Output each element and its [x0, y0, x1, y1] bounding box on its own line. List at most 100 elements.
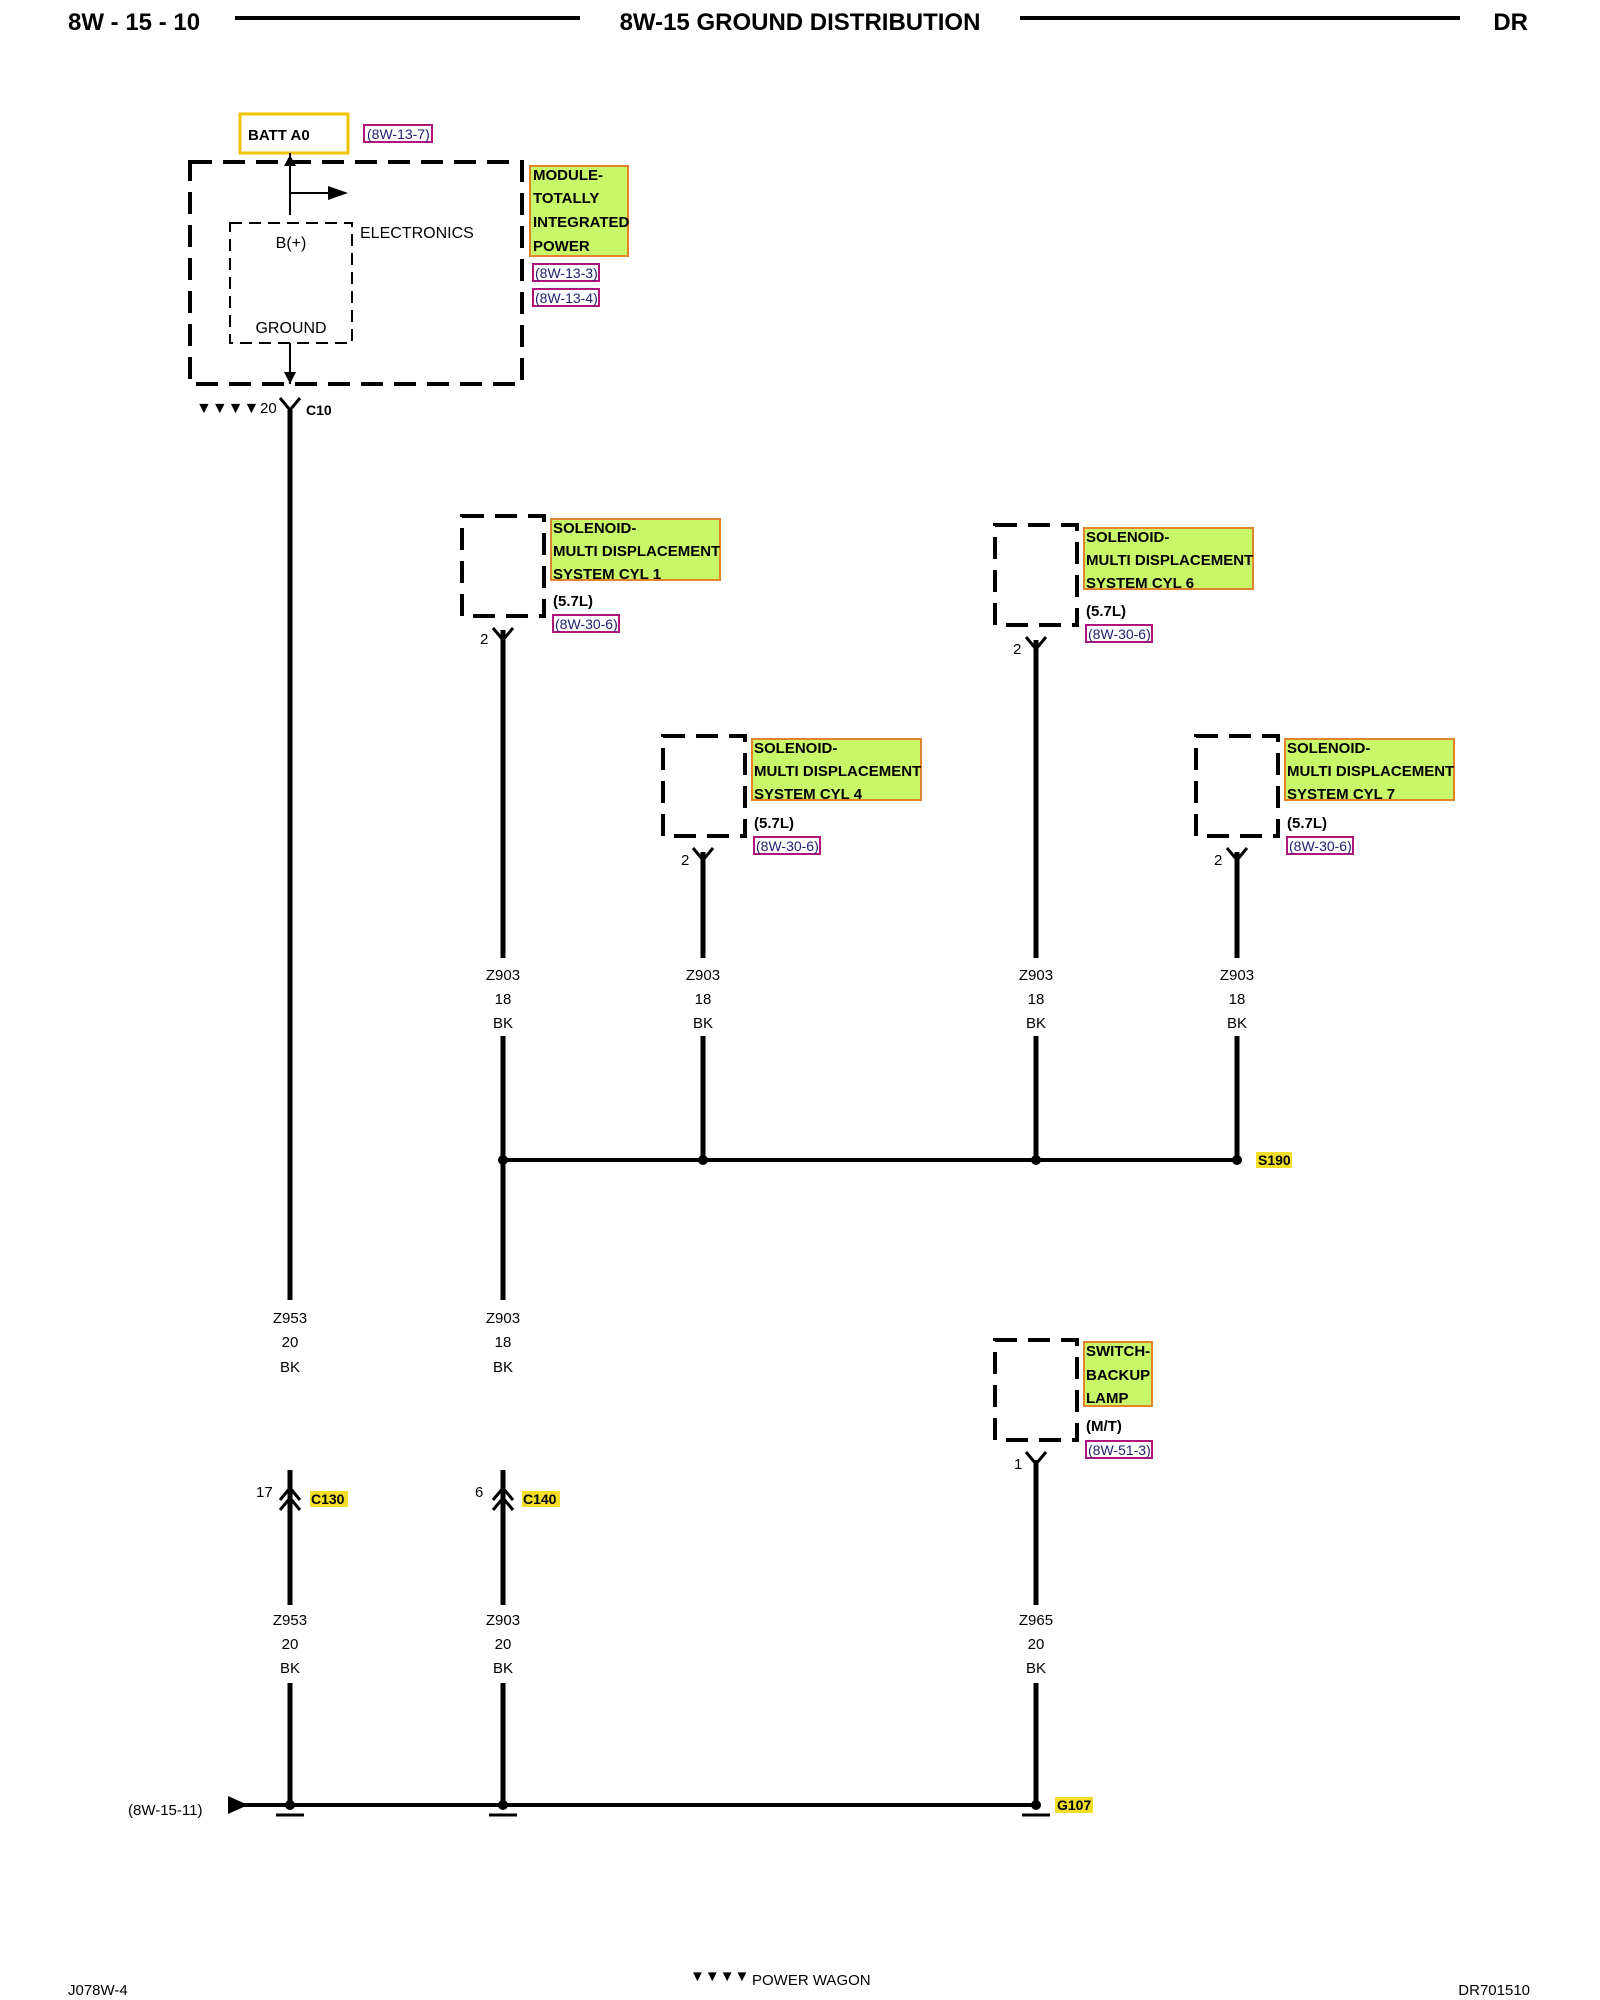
- footer-legend-symbol: ▼▼▼▼: [690, 1968, 749, 1985]
- tipm-ref1-link[interactable]: (8W-13-3): [535, 265, 598, 281]
- mds-cyl1-name-box: [550, 518, 721, 581]
- svg-text:BK: BK: [1227, 1015, 1247, 1032]
- mds-cyl1-ref-link[interactable]: (8W-30-6): [555, 616, 618, 632]
- svg-text:Z953: Z953: [273, 1310, 307, 1327]
- electronics-label: ELECTRONICS: [360, 225, 474, 242]
- svg-text:18: 18: [495, 1334, 512, 1351]
- c130-label: C130: [311, 1491, 345, 1507]
- wire-label-masks: [270, 958, 1260, 1683]
- svg-text:BK: BK: [493, 1359, 513, 1376]
- mds-cyl1-pin: 2: [480, 631, 488, 648]
- svg-text:18: 18: [695, 991, 712, 1008]
- svg-text:Z903: Z903: [486, 967, 520, 984]
- connector-c140: 6 C140: [475, 1484, 560, 1511]
- mds-cyl7-name-line2: MULTI DISPLACEMENT: [1287, 763, 1454, 780]
- tipm-name-line2: TOTALLY: [533, 190, 599, 207]
- svg-text:BK: BK: [1026, 1660, 1046, 1677]
- tipm-pin-fork: [278, 397, 302, 413]
- tipm-inner-outline: [229, 222, 353, 344]
- backup-switch-ref-box: [1085, 1440, 1153, 1459]
- tipm-module: BATT A0 (8W-13-7) B(+) GROUND ELECTRONIC…: [188, 112, 630, 418]
- c130-symbol: [278, 1485, 302, 1511]
- svg-text:Z903: Z903: [686, 967, 720, 984]
- c140-symbol: [491, 1485, 515, 1511]
- model-code: DR: [1493, 9, 1528, 36]
- backup-switch-name-line1: SWITCH-: [1086, 1343, 1150, 1360]
- tipm-name-line3: INTEGRATED: [533, 214, 630, 231]
- mds-cyl6-outline: [993, 523, 1079, 627]
- svg-text:20: 20: [282, 1334, 299, 1351]
- mds-cyl1-outline: [460, 514, 546, 618]
- tipm-name-line4: POWER: [533, 238, 590, 255]
- page-footer: J078W-4 ▼▼▼▼ POWER WAGON DR701510: [68, 1968, 1530, 1999]
- backup-switch-note: (M/T): [1086, 1418, 1122, 1435]
- mds-cyl7-pin: 2: [1214, 852, 1222, 869]
- tipm-pin: 20: [260, 400, 277, 417]
- svg-text:Z903: Z903: [486, 1310, 520, 1327]
- ground-g107: (8W-15-11) G107: [128, 1796, 1093, 1819]
- svg-text:18: 18: [495, 991, 512, 1008]
- splice-node-2: [698, 1155, 708, 1165]
- svg-text:20: 20: [1028, 1636, 1045, 1653]
- component-mds-cyl7: 2 SOLENOID- MULTI DISPLACEMENT SYSTEM CY…: [1194, 734, 1455, 869]
- mds-cyl4-ref-link[interactable]: (8W-30-6): [756, 838, 819, 854]
- c130-label-box: [310, 1491, 348, 1507]
- mds-cyl4-name-box: [751, 738, 922, 801]
- c140-pin: 6: [475, 1484, 483, 1501]
- mds-cyl4-note: (5.7L): [754, 815, 794, 832]
- mds-cyl6-name-line3: SYSTEM CYL 6: [1086, 575, 1194, 592]
- mds-cyl6-pin-fork: [1024, 636, 1048, 652]
- c140-label: C140: [523, 1491, 557, 1507]
- wire-label-tipm-lower: Z953 20 BK: [273, 1612, 307, 1677]
- g107-label-box: [1055, 1797, 1093, 1813]
- tipm-name-line1: MODULE-: [533, 167, 603, 184]
- tipm-outline: [188, 160, 524, 386]
- tipm-connector-label: C10: [306, 402, 332, 418]
- svg-text:18: 18: [1028, 991, 1045, 1008]
- svg-text:BK: BK: [493, 1660, 513, 1677]
- tipm-ground-arrow: [284, 372, 296, 384]
- splice-node-4: [1232, 1155, 1242, 1165]
- mds-cyl4-name-line3: SYSTEM CYL 4: [754, 786, 863, 803]
- connector-c130: 17 C130: [256, 1484, 348, 1511]
- mds-cyl1-note: (5.7L): [553, 593, 593, 610]
- backup-switch-name-line2: BACKUP: [1086, 1367, 1150, 1384]
- svg-text:BK: BK: [493, 1015, 513, 1032]
- wire-label-cyl7: Z903 18 BK: [1220, 967, 1254, 1032]
- svg-text:Z903: Z903: [1019, 967, 1053, 984]
- backup-switch-ref-link[interactable]: (8W-51-3): [1088, 1442, 1151, 1458]
- mds-cyl7-ref-link[interactable]: (8W-30-6): [1289, 838, 1352, 854]
- batt-a0-box: [238, 112, 350, 155]
- feed-branch-arrow: [328, 186, 348, 200]
- mds-cyl6-pin: 2: [1013, 641, 1021, 658]
- batt-ref-link[interactable]: (8W-13-7): [367, 126, 430, 142]
- wire-label-s190-upper: Z903 18 BK: [486, 1310, 520, 1376]
- mds-cyl6-ref-box: [1085, 624, 1153, 643]
- tipm-ref2-box: [532, 288, 600, 307]
- wire-label-tipm-upper: Z953 20 BK: [273, 1310, 307, 1376]
- wire-labels: Z903 18 BK Z903 18 BK Z903 18 BK Z903 18…: [273, 967, 1254, 1677]
- c140-label-box: [522, 1491, 560, 1507]
- mds-cyl6-ref-link[interactable]: (8W-30-6): [1088, 626, 1151, 642]
- wire-label-cyl1: Z903 18 BK: [486, 967, 520, 1032]
- s190-label: S190: [1258, 1152, 1291, 1168]
- mds-cyl7-name-line1: SOLENOID-: [1287, 740, 1370, 757]
- mds-cyl4-name-line1: SOLENOID-: [754, 740, 837, 757]
- mds-cyl1-ref-box: [552, 614, 620, 633]
- backup-switch-name-line3: LAMP: [1086, 1390, 1129, 1407]
- mds-cyl6-name-box: [1083, 527, 1254, 590]
- splice-s190: S190: [498, 1152, 1292, 1168]
- mds-cyl1-name-line2: MULTI DISPLACEMENT: [553, 543, 720, 560]
- continuation-ref[interactable]: (8W-15-11): [128, 1802, 202, 1819]
- svg-text:20: 20: [282, 1636, 299, 1653]
- mds-cyl7-note: (5.7L): [1287, 815, 1327, 832]
- power-wagon-option-symbol: ▼▼▼▼: [196, 400, 259, 417]
- tipm-ref2-link[interactable]: (8W-13-4): [535, 290, 598, 306]
- tipm-ref1-box: [532, 263, 600, 282]
- svg-text:18: 18: [1229, 991, 1246, 1008]
- mds-cyl6-name-line2: MULTI DISPLACEMENT: [1086, 552, 1253, 569]
- backup-switch-pin: 1: [1014, 1456, 1022, 1473]
- mds-cyl4-ref-box: [753, 836, 821, 855]
- svg-text:Z903: Z903: [1220, 967, 1254, 984]
- footer-left-code: J078W-4: [68, 1982, 128, 1999]
